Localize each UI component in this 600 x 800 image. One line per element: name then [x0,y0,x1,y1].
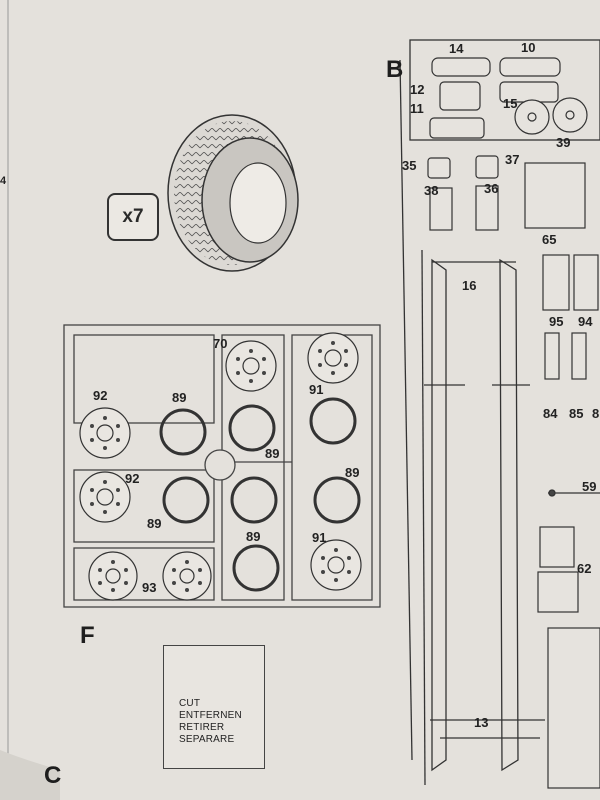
hub-holes [90,341,351,592]
part-number: 15 [503,96,518,111]
binding-shadow [0,750,60,800]
cut-text-en: CUT [179,698,201,709]
part-number: 70 [213,336,228,351]
tire-quantity-badge: x7 [107,193,159,241]
section-b-label: B [386,56,404,83]
chassis-frame [399,39,600,786]
part-number: 65 [542,232,557,247]
part-number: 85 [569,406,584,421]
section-c-label: C [44,762,62,789]
part-number: 37 [505,152,520,167]
part-number: 89 [147,516,162,531]
part-number: 11 [410,101,424,116]
part-number: 8 [592,406,600,421]
part-number: 93 [142,580,157,595]
part-number: 89 [246,529,261,544]
part-number: 12 [410,82,425,97]
part-number: 89 [345,465,360,480]
part-number: 84 [543,406,558,421]
cut-text-de: ENTFERNEN [179,710,242,721]
part-number: 13 [474,715,489,730]
part-number: 92 [125,471,140,486]
part-number: 94 [578,314,593,329]
part-number: 95 [549,314,564,329]
part-number: 91 [309,382,324,397]
part-number: 14 [449,41,464,56]
section-f-label: F [80,622,95,649]
part-number: 36 [484,181,499,196]
tire-illustration [167,114,299,272]
sprue-b-parts [427,57,600,789]
part-number: 62 [577,561,592,576]
part-number: 91 [312,530,327,545]
cut-text-fr: RETIRER [179,722,225,733]
part-number: 38 [424,183,439,198]
part-number: 59 [582,479,597,494]
part-number: 89 [172,390,187,405]
part-number: 39 [556,135,571,150]
part-number: 10 [521,40,536,55]
wheel-hubs [79,332,362,601]
part-number: 35 [402,158,417,173]
part-number: 92 [93,388,108,403]
part-number: 16 [462,278,477,293]
cut-notice-box: CUT ENTFERNEN RETIRER SEPARARE [163,645,265,769]
part-number: 89 [265,446,280,461]
rim-rings [159,397,361,592]
margin-number: 4 [0,175,7,187]
cut-text-it: SEPARARE [179,734,235,745]
